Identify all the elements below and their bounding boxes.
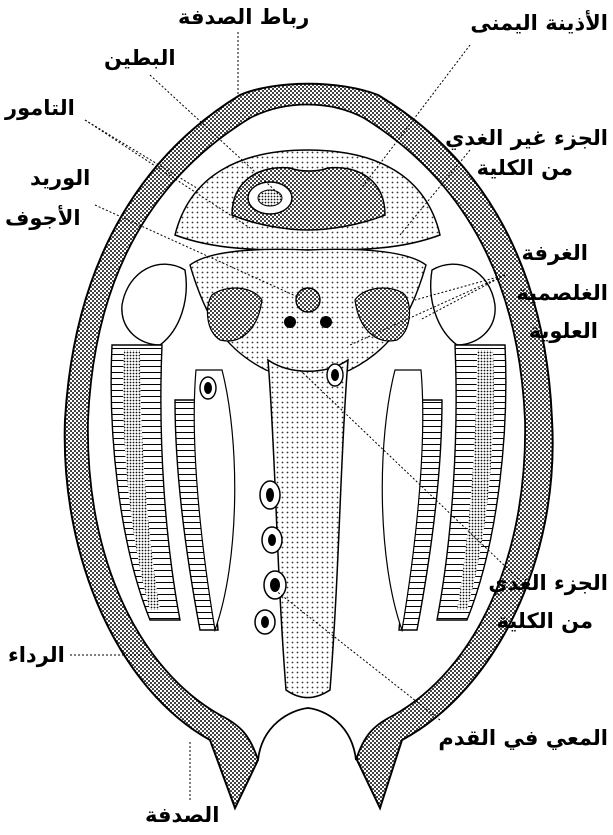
gill-hollow-right [381, 369, 424, 633]
label-shell: الصدفة [145, 803, 220, 827]
label-kidney-glandular-line2: من الكلية [496, 609, 593, 633]
label-kidney-nonglandular-line1: الجزء غير الغدي [445, 126, 608, 150]
label-suprabranchial-line2: الغلصمية [516, 281, 608, 305]
label-vena-cava-line2: الأجوف [5, 206, 81, 230]
label-kidney-nonglandular-line2: من الكلية [476, 156, 573, 180]
suprabranchial-chamber-left [121, 263, 187, 346]
label-suprabranchial-line1: الغرفة [521, 241, 589, 265]
label-right-auricle: الأذينة اليمنى [470, 11, 608, 35]
leader-lines [70, 32, 531, 800]
label-ventricle: البطين [104, 46, 176, 70]
label-pericardium: التامور [5, 96, 75, 120]
kidney-glandular-right [354, 287, 411, 342]
vena-cava [295, 287, 321, 313]
label-shell-ligament: رباط الصدفة [178, 5, 310, 29]
foot [267, 358, 349, 699]
label-intestine-in-foot: المعي في القدم [438, 726, 608, 750]
suprabranchial-chamber-right [430, 263, 496, 346]
label-mantle: الرداء [8, 643, 65, 667]
gill-hollow-left [193, 369, 236, 633]
kidney-glandular-left [206, 287, 263, 342]
label-suprabranchial-line3: العلوية [528, 319, 598, 343]
label-kidney-glandular-line1: الجزء الغدي [488, 571, 608, 595]
label-vena-cava-line1: الوريد [30, 166, 91, 190]
